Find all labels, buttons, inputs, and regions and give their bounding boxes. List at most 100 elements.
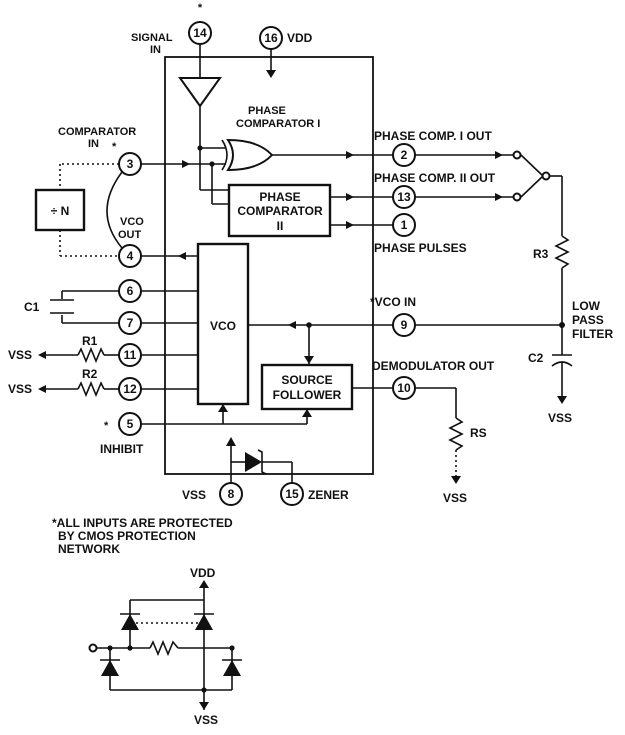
arrow-r2-vss — [38, 385, 46, 393]
pin-13: 13 — [392, 185, 416, 209]
low-pass-label-2: PASS — [572, 313, 604, 327]
resistor-rs — [448, 417, 464, 451]
vdd-top-label: VDD — [287, 31, 313, 45]
phase-comp-2-label-3: II — [277, 219, 284, 233]
arrow-to-follower — [304, 356, 314, 364]
note-line-3: NETWORK — [58, 542, 120, 556]
arrow-rs-vss — [451, 476, 461, 484]
switch-contact-a — [512, 150, 522, 160]
pin-14: 14 — [188, 21, 212, 45]
svg-text:2: 2 — [401, 148, 408, 162]
switch-blade-2 — [520, 154, 544, 177]
pin-12: 12 — [118, 377, 142, 401]
resistor-r2 — [77, 380, 105, 398]
svg-text:11: 11 — [124, 348, 137, 362]
arrow-pc2-out — [346, 193, 354, 201]
c2-label: C2 — [528, 351, 544, 365]
low-pass-label-3: FILTER — [572, 327, 613, 341]
low-pass-label-1: LOW — [572, 299, 601, 313]
xor-gate — [221, 138, 274, 172]
pin-10: 10 — [392, 376, 416, 400]
pin-5: 5 — [118, 412, 142, 436]
pin-6: 6 — [118, 279, 142, 303]
comparator-in-label-1: COMPARATOR — [58, 126, 136, 138]
note-line-2: BY CMOS PROTECTION — [58, 529, 196, 543]
pin-1: 1 — [392, 213, 416, 237]
star-comp: * — [112, 141, 117, 153]
vco-in-label: *VCO IN — [370, 295, 416, 309]
vss-r2-label: VSS — [8, 382, 32, 396]
svg-text:13: 13 — [397, 190, 411, 204]
switch-contact-b — [512, 192, 522, 202]
arrow-inhibit-follower — [302, 409, 312, 417]
arrow-vco-out — [178, 252, 186, 260]
protection-network: VDD VSS — [88, 566, 242, 727]
prot-vdd-label: VDD — [190, 566, 216, 580]
junction-amp — [197, 145, 203, 151]
arrow-r1-vss — [38, 351, 46, 359]
note-line-1: *ALL INPUTS ARE PROTECTED — [52, 516, 233, 530]
phase-pulses-label: PHASE PULSES — [374, 241, 467, 255]
arrow-vss-up — [226, 437, 236, 446]
source-follower-label-2: FOLLOWER — [273, 388, 342, 402]
phase-comp-1-out-label: PHASE COMP. I OUT — [374, 129, 492, 143]
arrow-comp-in — [182, 160, 190, 168]
phase-comp-2-block — [227, 183, 332, 238]
vss-rs-label: VSS — [443, 491, 467, 505]
svg-text:12: 12 — [123, 382, 137, 396]
vco-block — [196, 242, 250, 406]
vco-label: VCO — [210, 319, 236, 333]
pin-9: 9 — [392, 313, 416, 337]
input-amplifier — [178, 77, 222, 108]
pin-3: 3 — [118, 152, 142, 176]
svg-text:10: 10 — [397, 381, 411, 395]
pin-16: 16 — [259, 26, 283, 50]
pin-2: 2 — [392, 143, 416, 167]
arrow-c2-vss — [557, 396, 567, 404]
signal-in-label-2: IN — [150, 44, 161, 56]
junction-comp — [209, 161, 215, 167]
zener-label: ZENER — [308, 488, 349, 502]
svg-text:6: 6 — [127, 284, 134, 298]
svg-text:14: 14 — [193, 26, 207, 40]
pin-15: 15 — [280, 482, 304, 506]
arrow-phase-pulses — [346, 221, 354, 229]
c1-label: C1 — [24, 300, 40, 314]
phase-comp-2-label-2: COMPARATOR — [237, 204, 323, 218]
rs-label: RS — [470, 426, 487, 440]
switch-blade — [520, 175, 544, 198]
svg-text:1: 1 — [401, 218, 408, 232]
r3-label: R3 — [533, 247, 549, 261]
phase-comp-2-label-1: PHASE — [259, 190, 300, 204]
r1-label: R1 — [82, 334, 98, 348]
phase-comp-1-label-1: PHASE — [248, 105, 286, 117]
vco-out-label-2: OUT — [118, 229, 142, 241]
phase-comp-1-label-2: COMPARATOR I — [236, 118, 320, 130]
star-inhibit: * — [104, 420, 109, 432]
pin-4: 4 — [118, 244, 142, 268]
arrow-inhibit-vco — [218, 404, 228, 412]
inhibit-label: INHIBIT — [100, 442, 144, 456]
svg-text:7: 7 — [127, 316, 134, 330]
prot-vss-label: VSS — [194, 713, 218, 727]
svg-text:15: 15 — [285, 487, 299, 501]
pin-8: 8 — [219, 482, 243, 506]
svg-text:16: 16 — [264, 31, 278, 45]
vss-c2-label: VSS — [548, 411, 572, 425]
arrow-pc1-out — [346, 151, 354, 159]
comparator-in-label-2: IN — [88, 138, 99, 150]
phase-comp-2-out-label: PHASE COMP. II OUT — [374, 171, 496, 185]
resistor-r3 — [554, 235, 570, 269]
star-signal: * — [198, 2, 203, 14]
vco-out-label-1: VCO — [120, 216, 144, 228]
svg-text:3: 3 — [127, 157, 134, 171]
signal-in-label-1: SIGNAL — [131, 32, 173, 44]
arrow-sw-a — [495, 151, 503, 159]
arrow-vco-in — [288, 321, 296, 329]
demod-out-label: DEMODULATOR OUT — [372, 359, 495, 373]
svg-text:9: 9 — [401, 318, 408, 332]
r2-label: R2 — [82, 367, 98, 381]
arrow-sw-b — [495, 193, 503, 201]
wire-jumper-3-4 — [106, 171, 123, 249]
